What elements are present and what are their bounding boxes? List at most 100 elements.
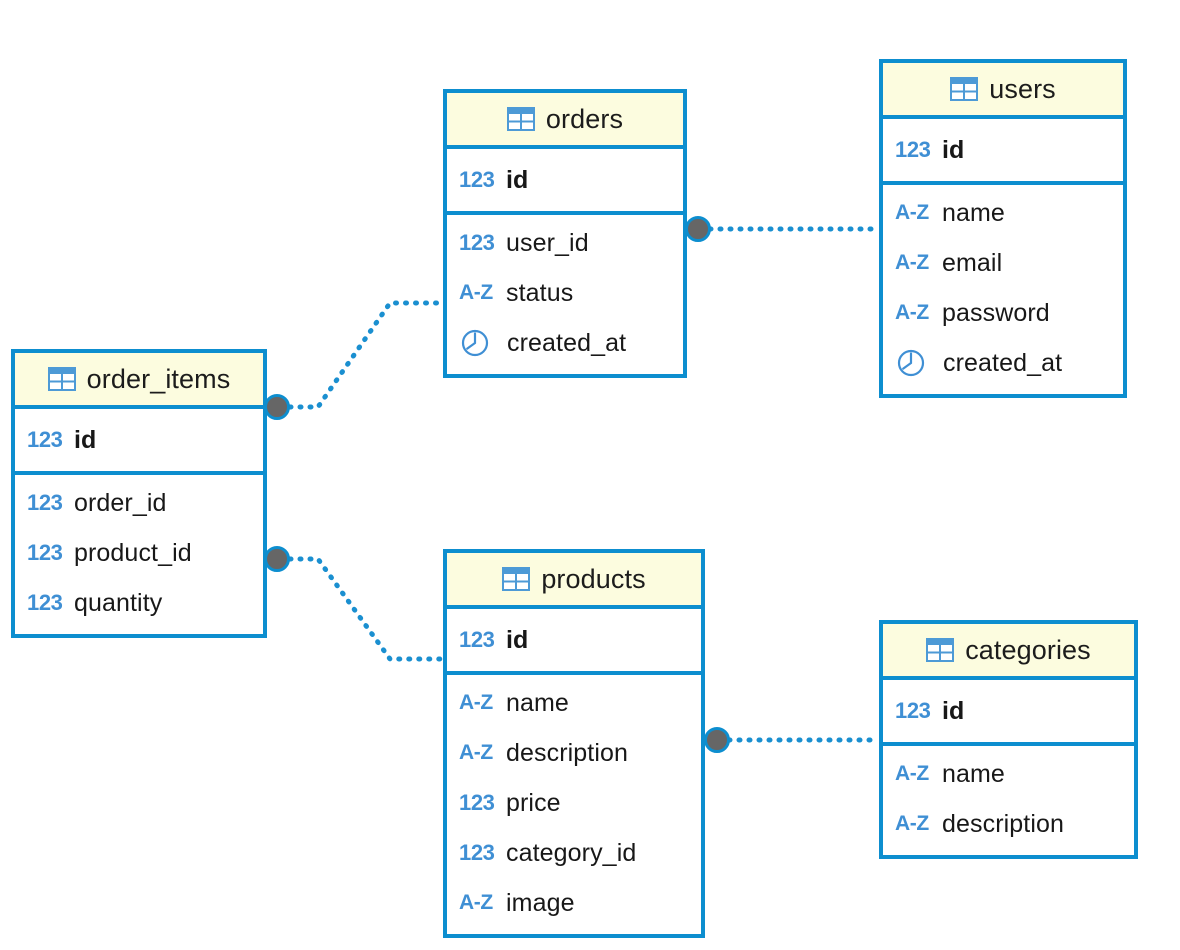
text-type-icon: A-Z [459, 741, 493, 764]
entity-categories-header: categories [883, 624, 1134, 680]
entity-orders-header: orders [447, 93, 683, 149]
entity-order-items-primary-keys: 123 id [15, 409, 263, 475]
field-name: status [506, 278, 574, 307]
field-row[interactable]: A-Z password [883, 288, 1123, 338]
text-type-icon: A-Z [895, 201, 929, 224]
text-type-icon: A-Z [895, 251, 929, 274]
field-name: id [506, 165, 529, 194]
number-type-icon: 123 [895, 137, 931, 162]
entity-users-title: users [989, 73, 1056, 104]
entity-categories-primary-keys: 123 id [883, 680, 1134, 746]
field-row[interactable]: 123 price [447, 778, 701, 828]
number-type-icon: 123 [27, 540, 63, 565]
entity-users[interactable]: users 123 id A-Z name A-Z email A-Z pass… [879, 59, 1127, 398]
entity-order-items[interactable]: order_items 123 id 123 order_id 123 prod… [11, 349, 267, 638]
number-type-icon: 123 [27, 427, 63, 452]
table-icon [506, 107, 535, 131]
entity-products[interactable]: products 123 id A-Z name A-Z description… [443, 549, 705, 938]
connector-dot-products-categories[interactable] [704, 727, 730, 753]
connector-dot-order-items-orders[interactable] [264, 394, 290, 420]
field-row[interactable]: A-Z name [447, 678, 701, 728]
field-name: category_id [506, 838, 637, 867]
entity-users-primary-keys: 123 id [883, 119, 1123, 185]
entity-orders[interactable]: orders 123 id 123 user_id A-Z status [443, 89, 687, 378]
field-row[interactable]: 123 id [447, 149, 683, 211]
entity-order-items-header: order_items [15, 353, 263, 409]
field-name: id [942, 135, 965, 164]
clock-icon [459, 328, 498, 358]
field-name: quantity [74, 588, 163, 617]
connector-dot-orders-users[interactable] [685, 216, 711, 242]
entity-products-header: products [447, 553, 701, 609]
field-name: description [942, 809, 1064, 838]
field-row[interactable]: 123 quantity [15, 578, 263, 628]
field-name: name [942, 759, 1005, 788]
text-type-icon: A-Z [895, 812, 929, 835]
table-icon [47, 367, 76, 391]
entity-products-title: products [541, 563, 646, 594]
relationship-order-items-orders [287, 300, 445, 410]
entity-orders-primary-keys: 123 id [447, 149, 683, 215]
field-row[interactable]: A-Z name [883, 749, 1134, 799]
field-row[interactable]: A-Z status [447, 268, 683, 318]
entity-users-fields: A-Z name A-Z email A-Z password created_… [883, 185, 1123, 394]
field-row[interactable]: 123 id [15, 409, 263, 471]
field-name: user_id [506, 228, 589, 257]
entity-categories-title: categories [965, 634, 1091, 665]
number-type-icon: 123 [27, 590, 63, 615]
entity-order-items-title: order_items [86, 363, 231, 394]
entity-categories[interactable]: categories 123 id A-Z name A-Z descripti… [879, 620, 1138, 859]
number-type-icon: 123 [459, 167, 495, 192]
entity-orders-title: orders [545, 103, 624, 134]
number-type-icon: 123 [459, 790, 495, 815]
field-row[interactable]: 123 id [883, 680, 1134, 742]
field-name: created_at [507, 328, 627, 357]
field-name: id [942, 696, 965, 725]
number-type-icon: 123 [459, 230, 495, 255]
text-type-icon: A-Z [459, 891, 493, 914]
field-name: description [506, 738, 628, 767]
number-type-icon: 123 [459, 840, 495, 865]
field-row[interactable]: 123 id [883, 119, 1123, 181]
entity-products-fields: A-Z name A-Z description 123 price 123 c… [447, 675, 701, 934]
number-type-icon: 123 [459, 627, 495, 652]
field-row[interactable]: created_at [447, 318, 683, 368]
field-row[interactable]: 123 id [447, 609, 701, 671]
field-row[interactable]: A-Z image [447, 878, 701, 928]
text-type-icon: A-Z [895, 301, 929, 324]
table-icon [926, 638, 955, 662]
field-row[interactable]: 123 order_id [15, 478, 263, 528]
table-icon [502, 567, 531, 591]
field-name: password [942, 298, 1050, 327]
clock-icon [895, 348, 934, 378]
field-name: price [506, 788, 561, 817]
text-type-icon: A-Z [459, 281, 493, 304]
entity-categories-fields: A-Z name A-Z description [883, 746, 1134, 855]
table-icon [950, 77, 979, 101]
text-type-icon: A-Z [459, 691, 493, 714]
field-name: email [942, 248, 1003, 277]
field-row[interactable]: A-Z description [447, 728, 701, 778]
field-name: name [506, 688, 569, 717]
field-row[interactable]: 123 category_id [447, 828, 701, 878]
field-row[interactable]: 123 user_id [447, 218, 683, 268]
field-name: order_id [74, 488, 167, 517]
field-name: created_at [943, 348, 1063, 377]
entity-products-primary-keys: 123 id [447, 609, 701, 675]
field-name: id [506, 625, 529, 654]
entity-users-header: users [883, 63, 1123, 119]
field-row[interactable]: 123 product_id [15, 528, 263, 578]
field-row[interactable]: A-Z email [883, 238, 1123, 288]
entity-order-items-fields: 123 order_id 123 product_id 123 quantity [15, 475, 263, 634]
field-row[interactable]: A-Z name [883, 188, 1123, 238]
number-type-icon: 123 [895, 698, 931, 723]
field-name: name [942, 198, 1005, 227]
number-type-icon: 123 [27, 490, 63, 515]
field-name: image [506, 888, 575, 917]
field-row[interactable]: created_at [883, 338, 1123, 388]
entity-orders-fields: 123 user_id A-Z status created_at [447, 215, 683, 374]
text-type-icon: A-Z [895, 762, 929, 785]
field-row[interactable]: A-Z description [883, 799, 1134, 849]
relationship-order-items-products [287, 556, 445, 662]
connector-dot-order-items-products[interactable] [264, 546, 290, 572]
